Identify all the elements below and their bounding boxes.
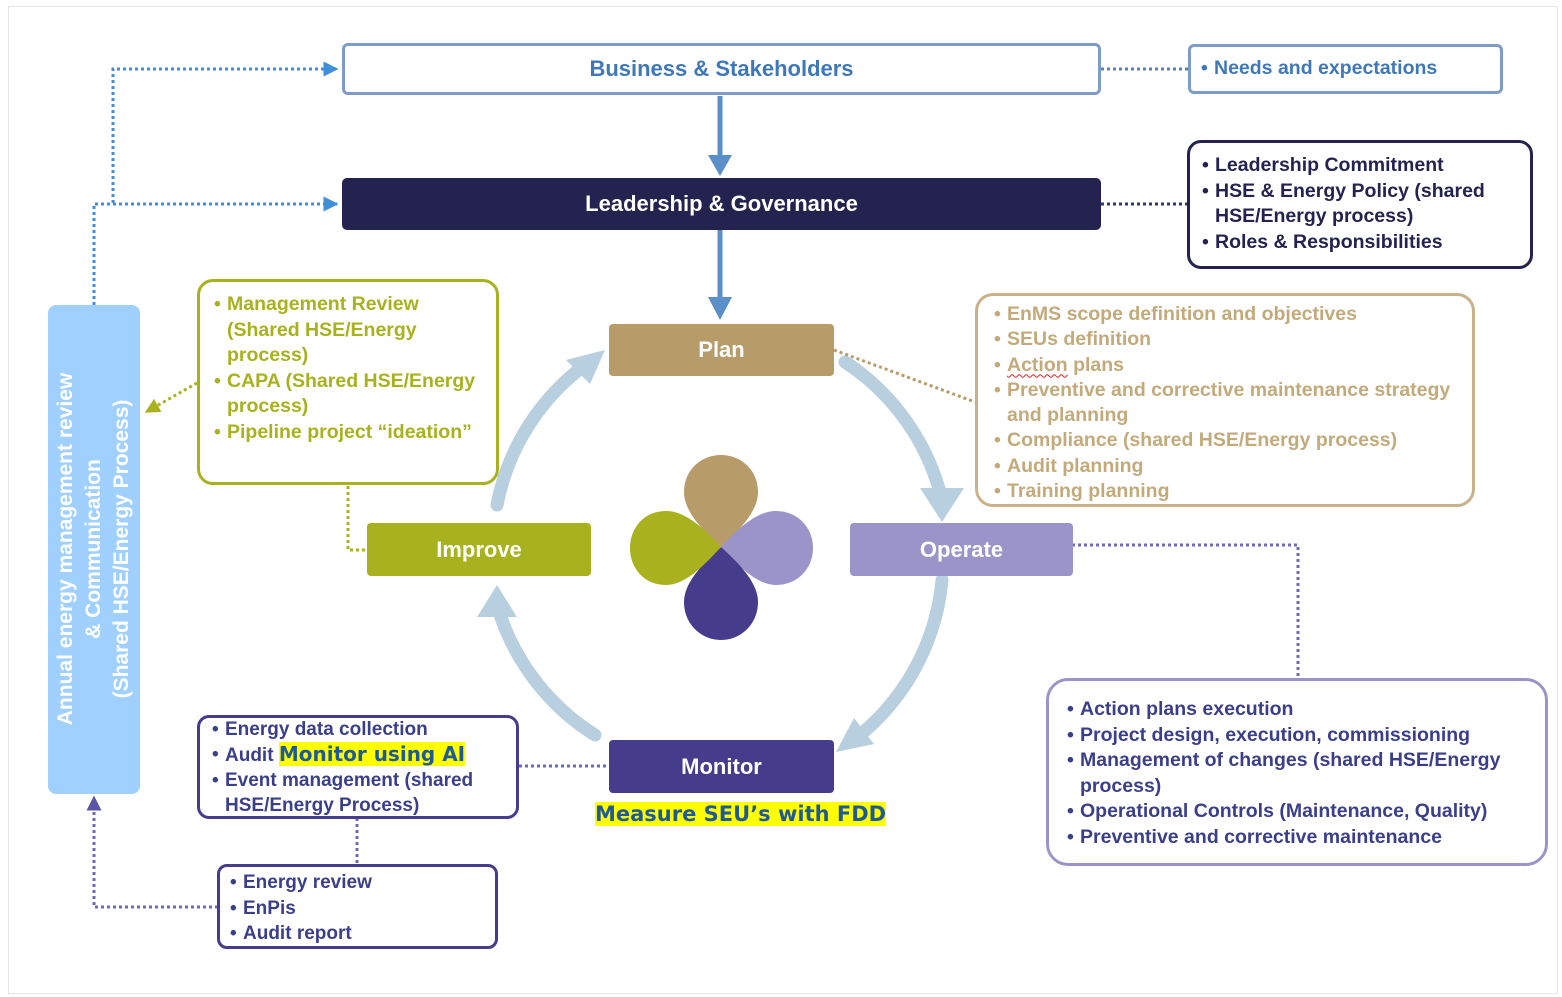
- annual-review-text: Annual energy management review & Commun…: [54, 372, 133, 726]
- monitor-ai-highlight: Monitor using AI: [278, 742, 466, 766]
- cycle-ring: [490, 355, 949, 742]
- operate-list-box: Action plans execution Project design, e…: [1046, 678, 1548, 866]
- operate-item: Management of changes (shared HSE/Energy…: [1067, 748, 1539, 799]
- improve-item: Management Review (Shared HSE/Energy pro…: [214, 292, 492, 369]
- improve-list-box: Management Review (Shared HSE/Energy pro…: [197, 279, 499, 485]
- improve-item: Pipeline project “ideation”: [214, 420, 492, 446]
- needs-item: Needs and expectations: [1201, 56, 1500, 82]
- leadership-governance-box: Leadership & Governance: [342, 178, 1101, 230]
- improve-item: CAPA (Shared HSE/Energy process): [214, 369, 492, 420]
- operate-item: Project design, execution, commissioning: [1067, 723, 1539, 749]
- improve-label: Improve: [436, 536, 522, 562]
- review-item: Energy review: [230, 870, 491, 896]
- leadership-item: Roles & Responsibilities: [1202, 230, 1524, 256]
- plan-item: Audit planning: [994, 454, 1464, 480]
- review-list-box: Energy review EnPis Audit report: [217, 864, 498, 949]
- center-petals-icon: [630, 455, 813, 640]
- monitor-list-box: Energy data collection Audit Monitor usi…: [197, 715, 519, 819]
- plan-label: Plan: [698, 337, 745, 362]
- monitor-label: Monitor: [681, 753, 762, 779]
- monitor-fdd-highlight: Measure SEU’s with FDD: [595, 802, 887, 826]
- leadership-item: Leadership Commitment: [1202, 153, 1524, 179]
- operate-item: Operational Controls (Maintenance, Quali…: [1067, 799, 1539, 825]
- improve-box: Improve: [367, 523, 591, 576]
- monitor-item: Audit Monitor using AI: [212, 742, 512, 768]
- plan-item: Action plans: [994, 353, 1464, 379]
- operate-box: Operate: [850, 523, 1073, 576]
- plan-item: SEUs definition: [994, 327, 1464, 353]
- monitor-item: Energy data collection: [212, 718, 512, 742]
- needs-box: Needs and expectations: [1188, 44, 1503, 94]
- leadership-list-box: Leadership Commitment HSE & Energy Polic…: [1187, 140, 1533, 269]
- plan-item: Preventive and corrective maintenance st…: [994, 378, 1464, 429]
- spellcheck-word: Action: [1007, 353, 1068, 376]
- leadership-governance-label: Leadership & Governance: [585, 191, 858, 216]
- operate-item: Action plans execution: [1067, 697, 1539, 723]
- monitor-item: Event management (shared HSE/Energy Proc…: [212, 768, 512, 816]
- monitor-box: Monitor: [609, 740, 834, 793]
- cycle-arrowheads: [477, 350, 964, 752]
- plan-box: Plan: [609, 324, 834, 376]
- plan-list-box: EnMS scope definition and objectives SEU…: [975, 293, 1475, 507]
- business-stakeholders-label: Business & Stakeholders: [589, 56, 854, 81]
- operate-item: Preventive and corrective maintenance: [1067, 825, 1539, 851]
- plan-item: Training planning: [994, 479, 1464, 505]
- plan-item: EnMS scope definition and objectives: [994, 302, 1464, 328]
- plan-item: Compliance (shared HSE/Energy process): [994, 428, 1464, 454]
- flow-arrows: [708, 96, 732, 320]
- annual-review-panel: Annual energy management review & Commun…: [48, 305, 140, 794]
- review-item: Audit report: [230, 921, 491, 947]
- operate-label: Operate: [919, 536, 1004, 562]
- business-stakeholders-box: Business & Stakeholders: [342, 43, 1101, 95]
- leadership-item: HSE & Energy Policy (shared HSE/Energy p…: [1202, 179, 1524, 230]
- review-item: EnPis: [230, 896, 491, 922]
